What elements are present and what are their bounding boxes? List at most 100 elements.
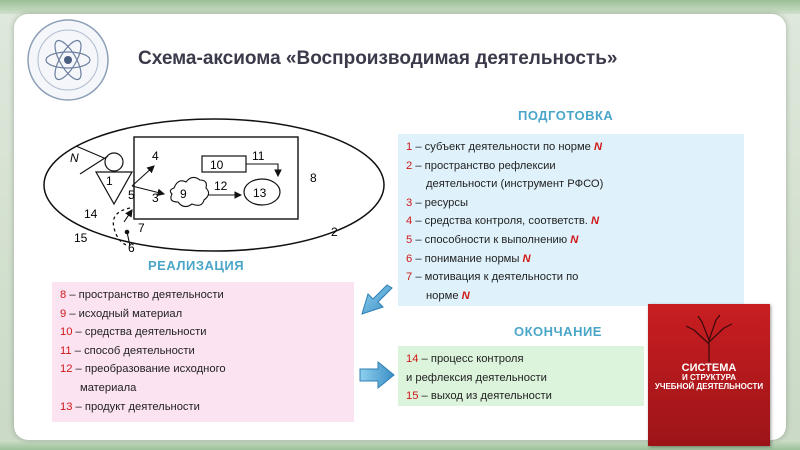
subject-arrow-up — [131, 165, 155, 187]
item-number: 8 — [60, 289, 67, 301]
item-number: 6 — [406, 252, 413, 265]
item-text: деятельности (инструмент РФСО) — [426, 178, 604, 191]
subject-head — [104, 152, 124, 172]
method-arrow — [246, 163, 282, 178]
item-text: – субъект деятельности по норме — [412, 141, 595, 153]
activity-space-ellipse — [43, 118, 385, 252]
label-8: 8 — [310, 171, 317, 185]
item-number: 5 — [406, 233, 413, 246]
label-7: 7 — [138, 221, 145, 235]
item-text: – понимание нормы — [412, 252, 523, 265]
list-item: материала — [60, 379, 346, 398]
label-10: 10 — [210, 158, 224, 172]
reflection-space-rect — [133, 136, 299, 220]
section-preparation: ПОДГОТОВКА — [518, 108, 614, 123]
item-text: материала — [80, 381, 137, 394]
product-ellipse — [243, 178, 281, 206]
item-text: – способ деятельности — [71, 344, 195, 357]
item-number: 14 — [406, 353, 419, 365]
norm-line-1 — [75, 145, 105, 159]
axiom-diagram: N 1 2 3 4 5 6 7 8 9 10 11 12 13 14 15 — [43, 118, 385, 255]
arrow-to-realization-icon — [361, 284, 393, 315]
academy-logo-icon — [27, 19, 109, 101]
norm-symbol: N — [461, 289, 470, 302]
norm-symbol: N — [594, 141, 603, 153]
item-text: – средства деятельности — [72, 326, 207, 339]
item-number: 9 — [60, 307, 67, 320]
label-13: 13 — [253, 186, 267, 200]
label-1: 1 — [106, 174, 113, 188]
material-cloud — [169, 176, 210, 208]
list-item: 9 – исходный материал — [60, 305, 346, 324]
exit-line — [126, 231, 131, 247]
label-5: 5 — [128, 188, 135, 202]
control-arrow — [123, 209, 133, 223]
item-text: – мотивация к деятельности по — [412, 271, 579, 284]
item-text: норме — [426, 289, 462, 302]
item-text: – пространство рефлексии — [412, 159, 556, 172]
norm-symbol: N — [522, 252, 531, 265]
label-9: 9 — [180, 187, 187, 201]
item-number: 4 — [406, 215, 413, 228]
section-completion: ОКОНЧАНИЕ — [514, 324, 602, 339]
item-text: – ресурсы — [412, 196, 469, 209]
tree-icon — [685, 314, 733, 362]
slide-title: Схема-аксиома «Воспроизводимая деятельно… — [138, 48, 618, 69]
book-title-line2: И СТРУКТУРА — [682, 373, 736, 382]
item-number: 10 — [60, 326, 73, 339]
list-item: деятельности (инструмент РФСО) — [406, 175, 736, 194]
book-cover: СИСТЕМА И СТРУКТУРА УЧЕБНОЙ ДЕЯТЕЛЬНОСТИ — [648, 304, 770, 446]
item-text: – процесс контроля — [418, 353, 524, 365]
label-3: 3 — [152, 191, 159, 205]
realization-box: 8 – пространство деятельности 9 – исходны… — [52, 282, 354, 422]
item-text: – способности к выполнению — [412, 233, 571, 246]
item-number: 11 — [60, 344, 72, 357]
list-item: 15 – выход из деятельности — [406, 387, 636, 406]
item-number: 12 — [60, 363, 73, 376]
subject-arrow-down — [131, 185, 166, 197]
list-item: 7 – мотивация к деятельности по — [406, 268, 736, 287]
list-item: и рефлексия деятельности — [406, 369, 636, 388]
item-number: 3 — [406, 196, 413, 209]
item-text: и рефлексия деятельности — [406, 371, 547, 384]
means-rect — [201, 155, 247, 173]
label-11: 11 — [252, 149, 265, 163]
item-text: – средства контроля, соответств. — [412, 215, 591, 228]
list-item: 2 – пространство рефлексии — [406, 157, 736, 176]
section-realization: РЕАЛИЗАЦИЯ — [148, 258, 245, 273]
list-item: 1 – субъект деятельности по норме N — [406, 138, 736, 157]
list-item: 5 – способности к выполнению N — [406, 231, 736, 250]
item-number: 15 — [406, 390, 419, 403]
item-number: 13 — [60, 400, 73, 413]
bottom-bar — [0, 440, 800, 450]
list-item: 12 – преобразование исходного — [60, 360, 346, 379]
item-text: – преобразование исходного — [72, 363, 226, 376]
list-item: 13 – продукт деятельности — [60, 398, 346, 417]
label-12: 12 — [214, 179, 228, 193]
list-item: 14 – процесс контроля — [406, 350, 636, 369]
item-text: – продукт деятельности — [72, 400, 200, 413]
label-n: N — [70, 151, 79, 165]
list-item: 4 – средства контроля, соответств. N — [406, 212, 736, 231]
item-text: – исходный материал — [66, 307, 183, 320]
item-text: – пространство деятельности — [66, 289, 224, 301]
label-4: 4 — [152, 149, 159, 163]
label-2: 2 — [331, 225, 338, 239]
item-number: 1 — [406, 141, 413, 153]
item-number: 2 — [406, 159, 413, 172]
list-item: 11 – способ деятельности — [60, 342, 346, 361]
label-14: 14 — [84, 207, 98, 221]
book-title-line3: УЧЕБНОЙ ДЕЯТЕЛЬНОСТИ — [654, 382, 764, 391]
exit-dot — [124, 229, 130, 235]
item-text: – выход из деятельности — [418, 390, 552, 403]
subject-body — [94, 171, 134, 206]
list-item: 6 – понимание нормы N — [406, 250, 736, 269]
arrow-to-completion-icon — [359, 360, 395, 390]
norm-symbol: N — [570, 233, 579, 246]
norm-line-2 — [79, 155, 109, 175]
book-title-line1: СИСТЕМА — [681, 362, 737, 374]
top-bar — [0, 0, 800, 14]
list-item: 10 – средства деятельности — [60, 323, 346, 342]
